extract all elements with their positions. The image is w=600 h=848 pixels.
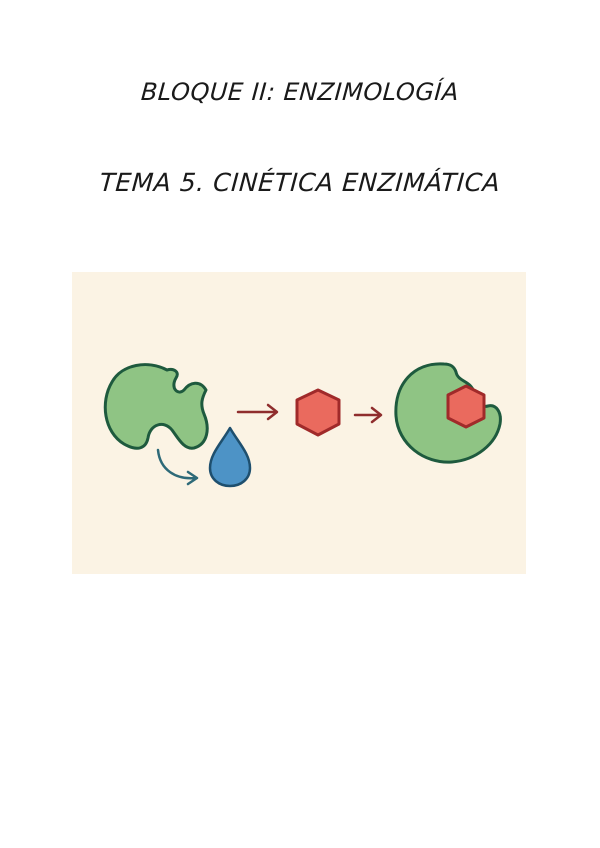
binding-arrow-icon bbox=[156, 448, 199, 486]
topic-title: TEMA 5. CINÉTICA ENZIMÁTICA bbox=[98, 168, 502, 197]
block-title: BLOQUE II: ENZIMOLOGÍA bbox=[140, 78, 460, 106]
illustration-canvas bbox=[103, 362, 502, 488]
product-hexagon-icon bbox=[295, 388, 341, 437]
substrate-drop-icon bbox=[208, 426, 252, 488]
enzyme-reaction-illustration bbox=[72, 272, 526, 574]
enzyme-icon bbox=[103, 363, 209, 450]
reaction-arrow-2-icon bbox=[353, 406, 383, 424]
enzyme-product-complex-icon bbox=[394, 362, 502, 464]
reaction-arrow-icon bbox=[236, 403, 279, 421]
